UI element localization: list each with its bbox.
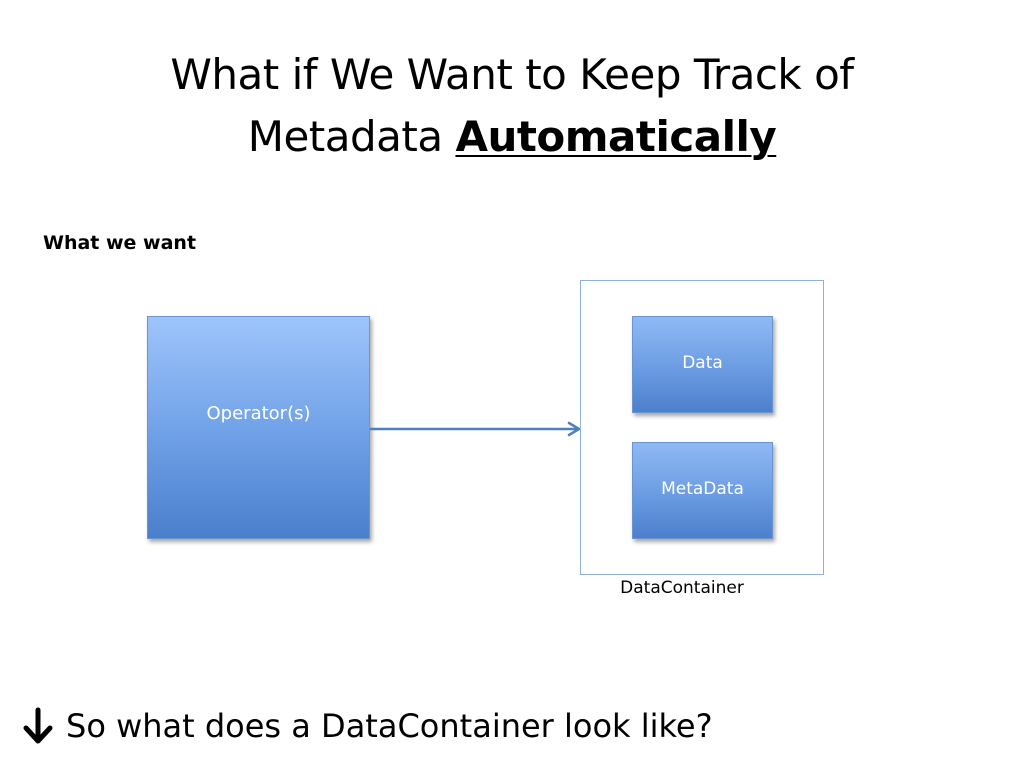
footer-line: So what does a DataContainer look like? [22,700,713,752]
slide-title: What if We Want to Keep Track of Metadat… [40,44,984,168]
flow-arrow-head [567,421,581,437]
data-label: Data [682,352,723,373]
metadata-box: MetaData [632,442,773,539]
flow-arrow [370,421,581,437]
title-line-2: Metadata Automatically [40,106,984,168]
data-container-label: DataContainer [620,578,744,598]
footer-text: So what does a DataContainer look like? [66,707,713,745]
operator-box: Operator(s) [147,316,370,539]
down-arrow-icon [23,707,53,744]
data-box: Data [632,316,773,413]
operator-label: Operator(s) [206,403,311,424]
subheading: What we want [43,232,197,254]
metadata-label: MetaData [661,478,744,499]
title-line-1: What if We Want to Keep Track of [170,50,854,99]
title-line-2-prefix: Metadata [247,112,456,161]
title-emphasis: Automatically [455,112,777,161]
